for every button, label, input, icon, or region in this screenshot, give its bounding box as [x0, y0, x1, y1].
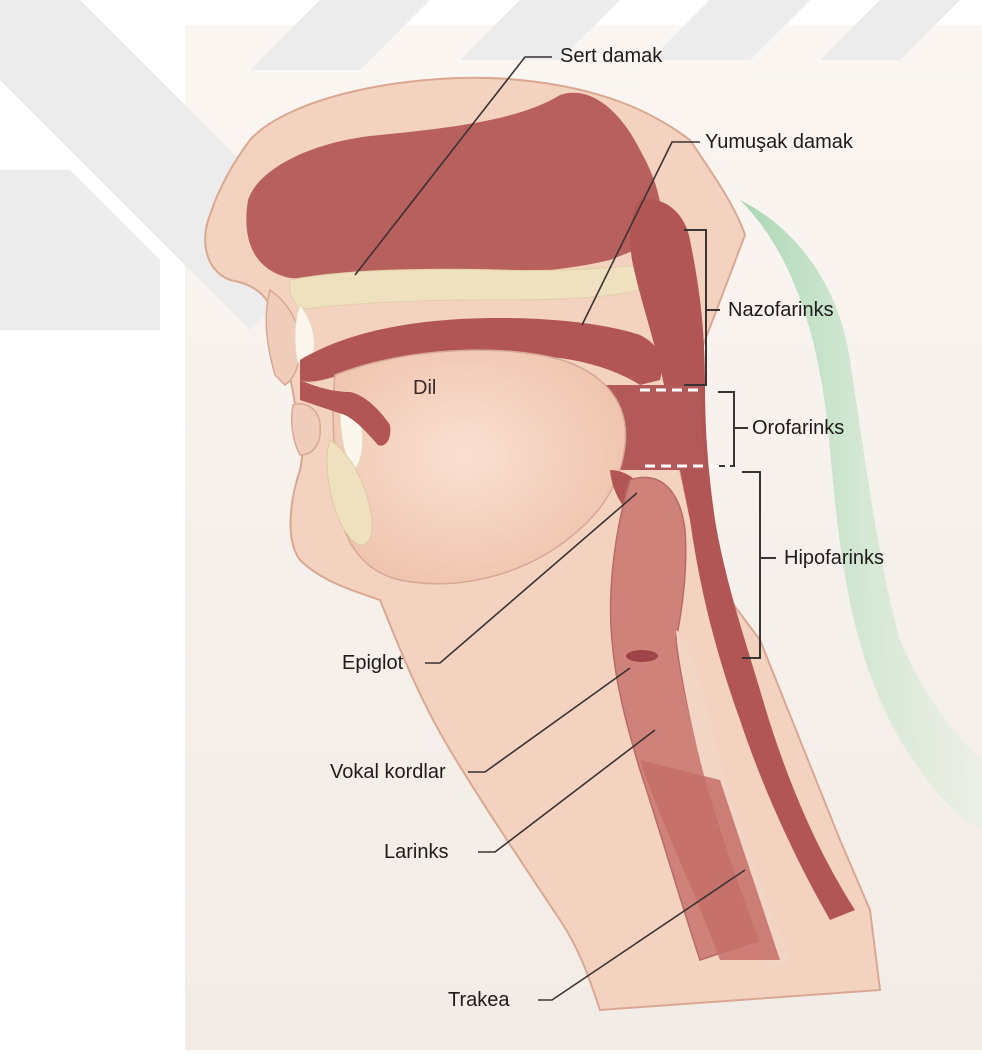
label-larinks: Larinks: [384, 840, 448, 864]
label-dil: Dil: [413, 376, 436, 400]
vocal-cords: [626, 650, 658, 662]
label-orofarinks: Orofarinks: [752, 416, 844, 440]
label-epiglot: Epiglot: [342, 651, 403, 675]
label-hipofarinks: Hipofarinks: [784, 546, 884, 570]
label-yumusak-damak: Yumuşak damak: [705, 130, 853, 154]
label-vokal-kordlar: Vokal kordlar: [330, 760, 446, 784]
label-nazofarinks: Nazofarinks: [728, 298, 834, 322]
label-sert-damak: Sert damak: [560, 44, 662, 68]
label-trakea: Trakea: [448, 988, 510, 1012]
lower-lip: [292, 404, 321, 455]
